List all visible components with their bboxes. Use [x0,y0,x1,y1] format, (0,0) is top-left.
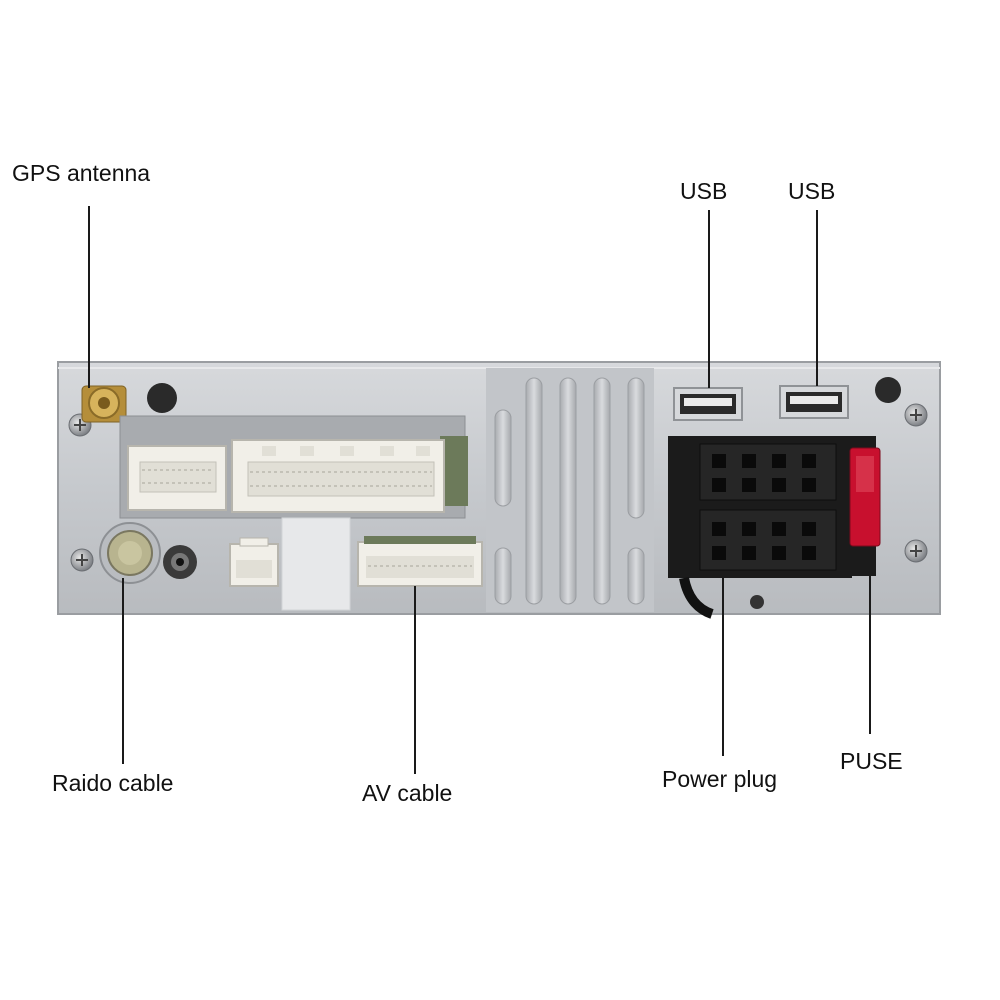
fuse-label: PUSE [840,748,903,774]
usb-port-2 [779,385,849,419]
mounting-hole [147,383,177,413]
radio-antenna-socket [99,522,161,584]
radio-cable-label: Raido cable [52,770,174,796]
audio-jack [163,545,197,579]
fuse [846,436,881,576]
usb-2-leader [816,210,818,386]
gps-antenna-leader [88,206,90,388]
power-plug-leader [722,578,724,756]
heatsink [494,377,645,605]
usb-port-1 [673,387,743,421]
gps-antenna-connector [81,385,127,423]
usb-1-leader [708,210,710,388]
usb-2-label: USB [788,178,836,204]
radio-cable-leader [122,578,124,764]
gps-antenna-label: GPS antenna [12,160,151,186]
mounting-hole [875,377,901,403]
av-cable-leader [414,586,416,774]
screw-icon [904,403,928,427]
harness-connector-small [127,445,227,511]
small-connector [229,537,279,587]
power-plug [668,436,852,619]
mounting-hole [750,595,764,609]
av-cable-label: AV cable [362,780,453,806]
harness-connector-large [231,439,445,513]
fuse-leader [869,576,871,734]
screw-icon [904,539,928,563]
usb-1-label: USB [680,178,728,204]
power-plug-label: Power plug [662,766,778,792]
screw-icon [70,548,94,572]
av-connector [357,536,483,587]
